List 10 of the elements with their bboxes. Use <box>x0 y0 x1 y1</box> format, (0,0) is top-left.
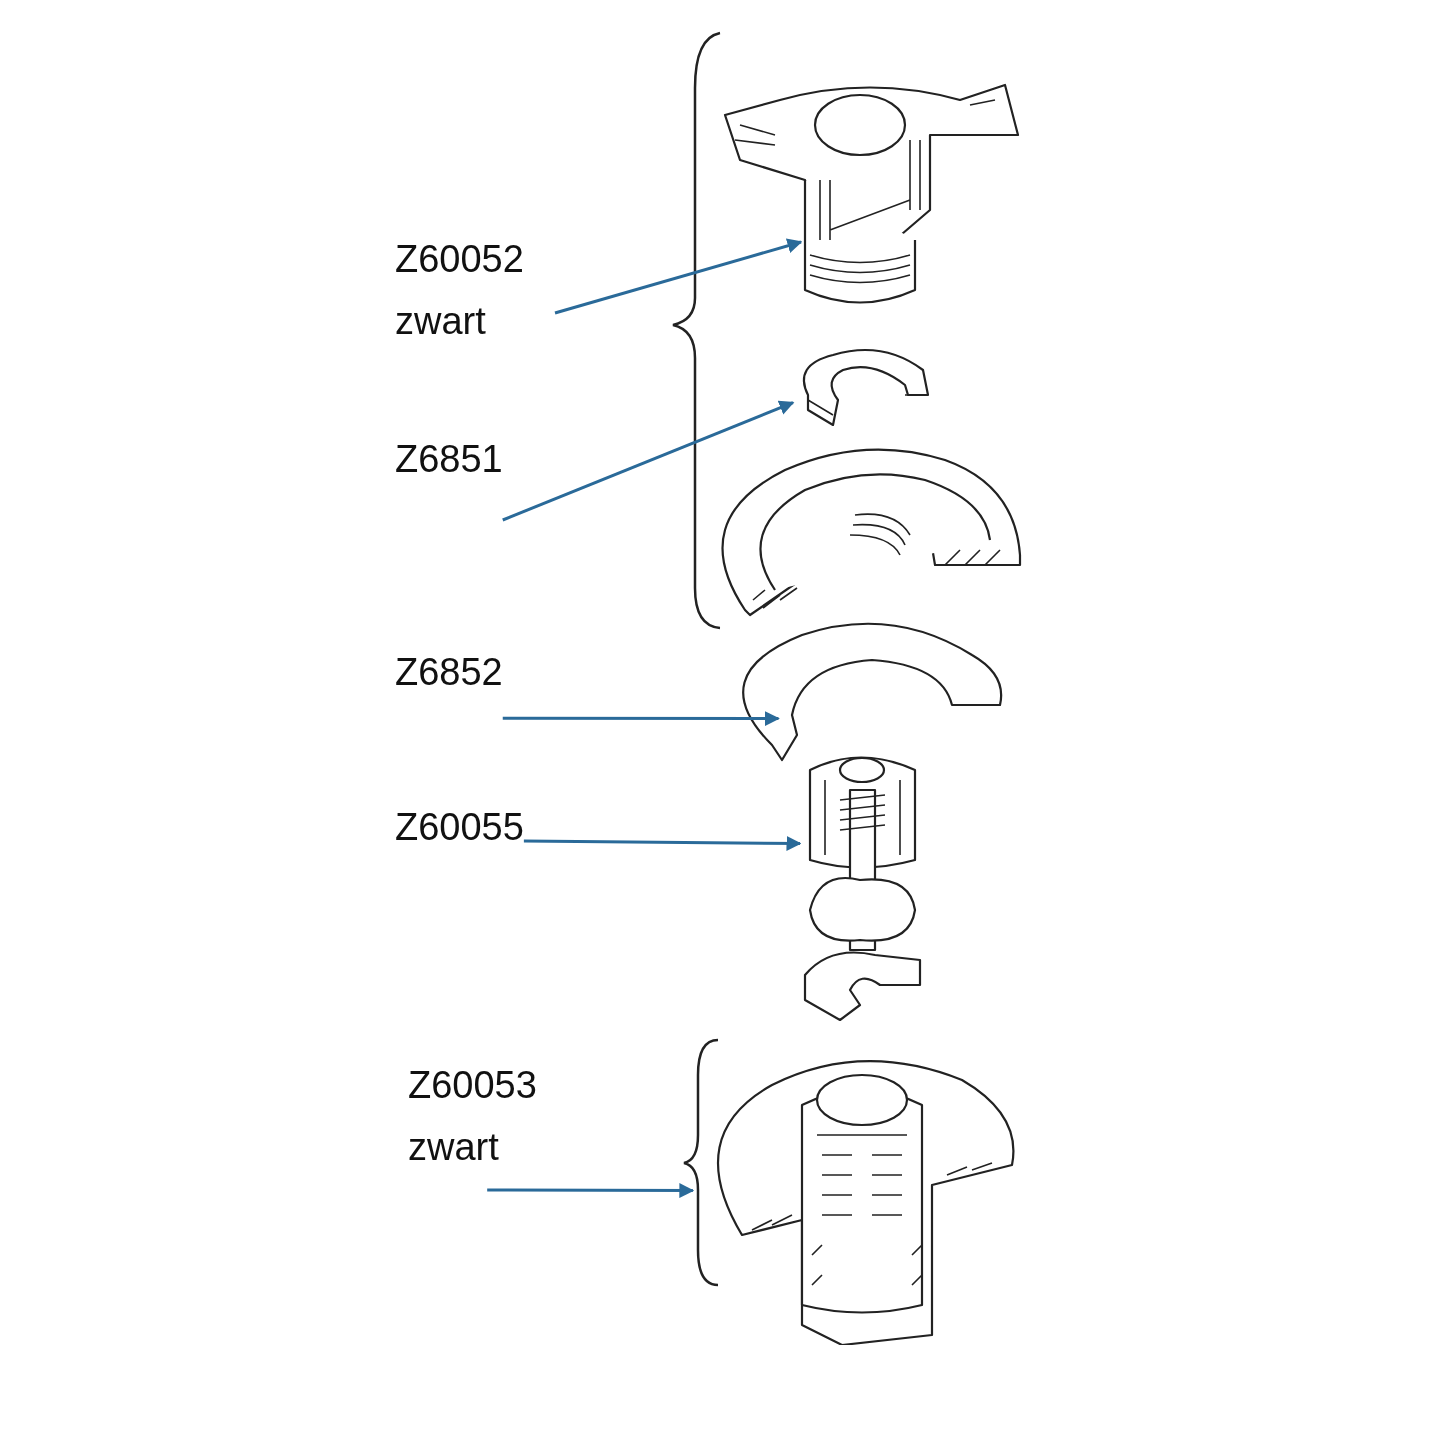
part-number: Z6851 <box>395 428 503 520</box>
leader-arrow <box>502 711 780 727</box>
leader-arrow <box>502 400 795 522</box>
part-number: Z6852 <box>395 641 503 719</box>
part-number: Z60053 zwart <box>408 1054 588 1190</box>
leader-arrow <box>487 1183 695 1198</box>
part-number: Z60052 zwart <box>395 228 555 346</box>
part-number: Z60055 <box>395 796 524 856</box>
leader-arrow <box>554 238 803 315</box>
leader-arrow <box>523 835 802 851</box>
